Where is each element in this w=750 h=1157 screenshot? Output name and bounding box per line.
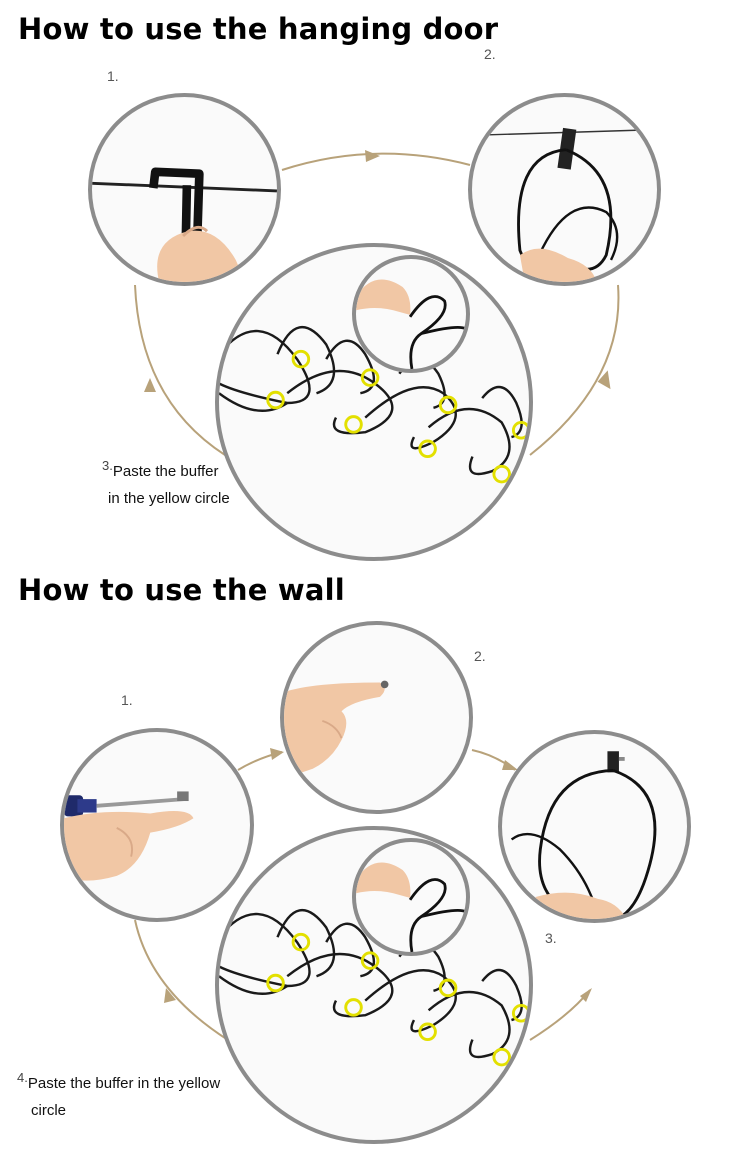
- wall-step-2-number: 2.: [474, 648, 486, 664]
- wall-step-2-illustration: [280, 621, 473, 814]
- door-buffer-inset: [352, 255, 470, 373]
- wall-section-title: How to use the wall: [18, 573, 345, 607]
- door-step-1-illustration: [88, 93, 281, 286]
- wall-step-1-illustration: [60, 728, 254, 922]
- wall-step-4-line-2: circle: [31, 1102, 67, 1119]
- wall-step-4-number: 4.: [17, 1070, 28, 1085]
- door-step-2-number: 2.: [484, 46, 496, 62]
- door-step-3-caption: 3.Paste the buffer in the yellow circle: [102, 458, 230, 512]
- wall-step-4-caption: 4.Paste the buffer in the yellow circle: [17, 1070, 220, 1124]
- door-step-3-line-2: in the yellow circle: [108, 490, 230, 507]
- door-step-1-number: 1.: [107, 68, 119, 84]
- wall-buffer-inset: [352, 838, 470, 956]
- wall-step-3-number: 3.: [545, 930, 557, 946]
- wall-step-1-number: 1.: [121, 692, 133, 708]
- wall-step-4-line-1: Paste the buffer in the yellow: [27, 1075, 221, 1092]
- wall-step-3-illustration: [498, 730, 691, 923]
- door-section-title: How to use the hanging door: [18, 12, 499, 46]
- door-step-3-line-1: Paste the buffer: [112, 463, 219, 480]
- door-step-2-illustration: [468, 93, 661, 286]
- door-step-3-number: 3.: [102, 458, 113, 473]
